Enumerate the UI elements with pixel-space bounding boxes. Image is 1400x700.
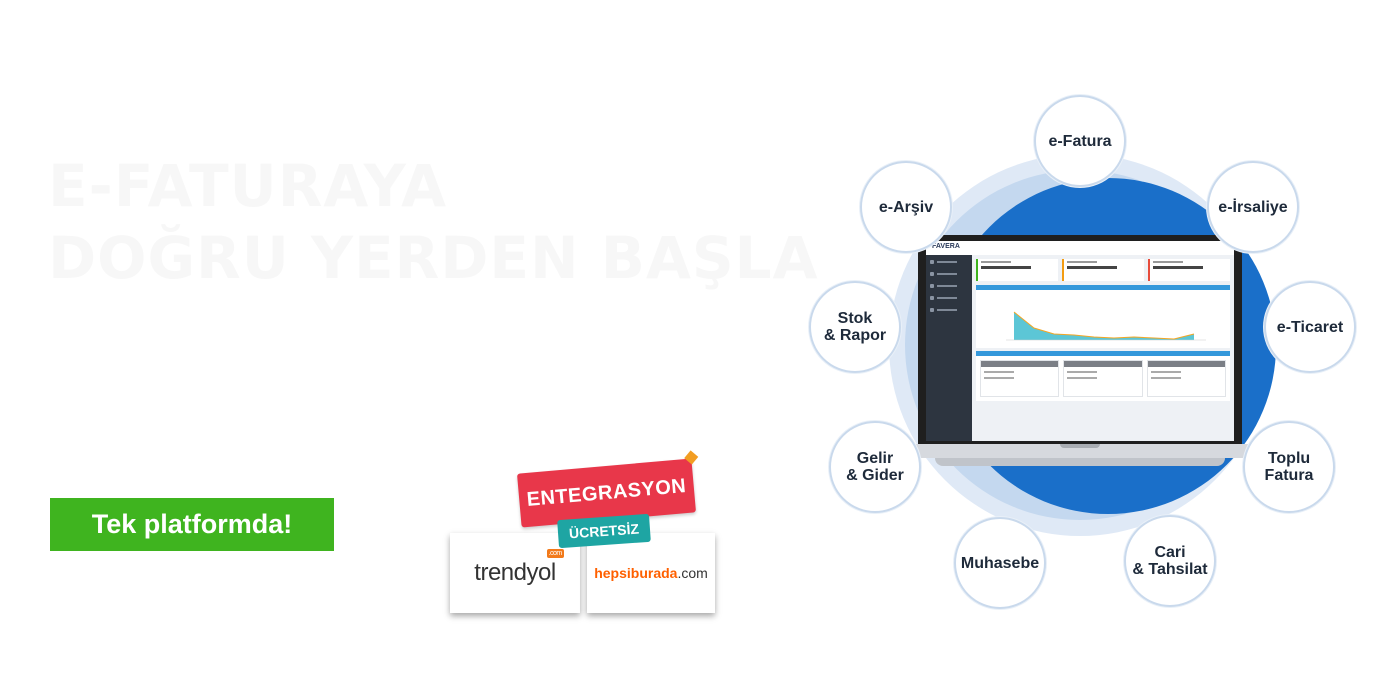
feature-e-fatura[interactable]: e-Fatura	[1034, 95, 1126, 187]
app-tile	[980, 360, 1060, 397]
headline-line-1: E-FATURAYA	[48, 152, 448, 220]
feature-label: Cari	[1154, 544, 1186, 561]
hepsiburada-wordmark: hepsiburada	[594, 565, 678, 581]
hepsiburada-logo-card[interactable]: hepsiburada.com	[587, 533, 715, 613]
headline-line-2: DOĞRU YERDEN BAŞLA	[48, 224, 819, 292]
chart-line	[1013, 311, 1195, 340]
laptop-shadow	[935, 458, 1225, 466]
hepsiburada-suffix: .com	[677, 565, 708, 581]
feature-sublabel: & Tahsilat	[1132, 561, 1208, 578]
app-tile	[1146, 360, 1226, 397]
app-main	[976, 259, 1230, 437]
chart-area	[1014, 312, 1194, 340]
stat-card	[1062, 259, 1144, 281]
feature-stok-rapor[interactable]: Stok& Rapor	[809, 281, 901, 373]
feature-sublabel: Fatura	[1264, 467, 1314, 484]
trendyol-com-badge: .com	[546, 549, 564, 558]
feature-label: e-İrsaliye	[1218, 198, 1288, 216]
feature-e-irsaliye[interactable]: e-İrsaliye	[1207, 161, 1299, 253]
feature-e-ticaret[interactable]: e-Ticaret	[1264, 281, 1356, 373]
hepsiburada-logo: hepsiburada.com	[594, 565, 708, 581]
laptop-base	[905, 444, 1255, 458]
app-chart-graphic	[1006, 311, 1206, 341]
app-sidebar	[926, 255, 972, 441]
app-tiles	[976, 356, 1230, 401]
tek-platform-button[interactable]: Tek platformda!	[50, 498, 334, 551]
sidebar-row	[930, 269, 968, 279]
trendyol-logo: trendyol .com	[474, 549, 564, 587]
feature-label: Toplu	[1267, 450, 1311, 467]
sidebar-row	[930, 257, 968, 267]
stat-card	[976, 259, 1058, 281]
feature-e-arsiv[interactable]: e-Arşiv	[860, 161, 952, 253]
feature-label: e-Fatura	[1048, 132, 1112, 150]
feature-label: Muhasebe	[960, 554, 1040, 572]
app-topbar: FAVERA	[926, 241, 1234, 255]
laptop-mockup: FAVERA	[918, 235, 1242, 445]
feature-label: e-Ticaret	[1276, 318, 1344, 336]
feature-sublabel: & Gider	[846, 467, 904, 484]
app-screenshot: FAVERA	[926, 241, 1234, 441]
sidebar-row	[930, 281, 968, 291]
feature-sublabel: & Rapor	[823, 327, 887, 344]
stat-card	[1148, 259, 1230, 281]
hero-headline: E-FATURAYA DOĞRU YERDEN BAŞLA	[48, 150, 819, 294]
chart-panel-header	[976, 285, 1230, 290]
feature-cari-tahsilat[interactable]: Cari& Tahsilat	[1124, 515, 1216, 607]
app-logo: FAVERA	[932, 243, 960, 250]
feature-label: Gelir	[856, 450, 894, 467]
feature-muhasebe[interactable]: Muhasebe	[954, 517, 1046, 609]
feature-label: e-Arşiv	[878, 198, 934, 216]
app-chart	[976, 290, 1230, 348]
feature-gelir-gider[interactable]: Gelir& Gider	[829, 421, 921, 513]
feature-label: Stok	[837, 310, 873, 327]
tiles-panel-header	[976, 351, 1230, 356]
sidebar-row	[930, 293, 968, 303]
app-tile	[1063, 360, 1143, 397]
stat-cards	[976, 259, 1230, 281]
sidebar-row	[930, 305, 968, 315]
trendyol-wordmark: trendyol	[474, 559, 556, 586]
